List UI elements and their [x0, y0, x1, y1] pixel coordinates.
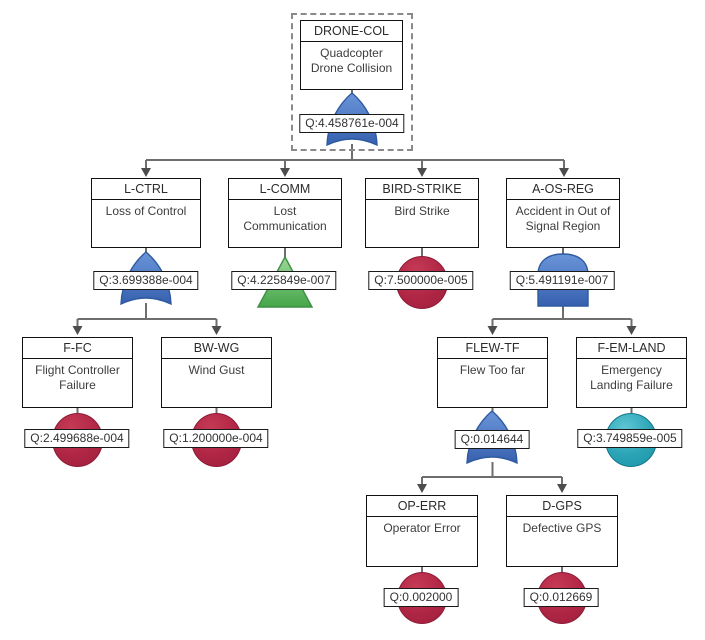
node-drone-col[interactable]: DRONE-COL Quadcopter Drone Collision: [300, 20, 403, 90]
top-event-outline: [291, 13, 413, 151]
q-value-box[interactable]: Q:0.014644: [454, 430, 530, 449]
q-value-box[interactable]: Q:1.200000e-004: [163, 429, 269, 448]
node-id-label: BW-WG: [162, 338, 271, 359]
node-desc-label: Wind Gust: [188, 363, 245, 377]
node-desc-label: Bird Strike: [394, 204, 450, 218]
q-value-box[interactable]: Q:3.699388e-004: [93, 271, 199, 290]
node-l-ctrl[interactable]: L-CTRL Loss of Control: [91, 178, 201, 248]
node-id-label: FLEW-TF: [438, 338, 547, 359]
node-id-label: DRONE-COL: [301, 21, 402, 42]
node-desc-label: Emergency Landing Failure: [590, 363, 673, 392]
node-desc-label: Operator Error: [383, 521, 461, 535]
node-id-label: F-FC: [23, 338, 132, 359]
node-id-label: F-EM-LAND: [577, 338, 686, 359]
q-value-box[interactable]: Q:3.749859e-005: [577, 429, 683, 448]
node-op-err[interactable]: OP-ERR Operator Error: [366, 495, 478, 567]
node-bw-wg[interactable]: BW-WG Wind Gust: [161, 337, 272, 408]
node-desc-label: Flight Controller Failure: [35, 363, 120, 392]
node-d-gps[interactable]: D-GPS Defective GPS: [506, 495, 618, 567]
node-f-fc[interactable]: F-FC Flight Controller Failure: [22, 337, 133, 408]
q-value-box[interactable]: Q:4.225849e-007: [231, 271, 337, 290]
node-desc-label: Quadcopter Drone Collision: [310, 46, 393, 75]
node-flew-tf[interactable]: FLEW-TF Flew Too far: [437, 337, 548, 408]
q-value-box[interactable]: Q:4.458761e-004: [299, 114, 405, 133]
node-id-label: L-CTRL: [92, 179, 200, 200]
node-a-os-reg[interactable]: A-OS-REG Accident in Out of Signal Regio…: [506, 178, 620, 248]
q-value-box[interactable]: Q:5.491191e-007: [509, 271, 615, 290]
node-id-label: D-GPS: [507, 496, 617, 517]
node-id-label: A-OS-REG: [507, 179, 619, 200]
node-desc-label: Accident in Out of Signal Region: [515, 204, 611, 233]
node-l-comm[interactable]: L-COMM Lost Communication: [228, 178, 342, 248]
arrowhead-group: [72, 168, 637, 493]
q-value-box[interactable]: Q:7.500000e-005: [368, 271, 474, 290]
node-f-em-land[interactable]: F-EM-LAND Emergency Landing Failure: [576, 337, 687, 408]
q-value-box[interactable]: Q:0.002000: [383, 588, 459, 607]
q-value-box[interactable]: Q:0.012669: [523, 588, 599, 607]
node-desc-label: Loss of Control: [105, 204, 187, 218]
node-desc-label: Lost Communication: [243, 204, 327, 233]
node-id-label: OP-ERR: [367, 496, 477, 517]
node-bird-strike[interactable]: BIRD-STRIKE Bird Strike: [365, 178, 479, 248]
q-value-box[interactable]: Q:2.499688e-004: [24, 429, 130, 448]
node-id-label: BIRD-STRIKE: [366, 179, 478, 200]
node-id-label: L-COMM: [229, 179, 341, 200]
node-desc-label: Defective GPS: [522, 521, 602, 535]
node-desc-label: Flew Too far: [459, 363, 526, 377]
